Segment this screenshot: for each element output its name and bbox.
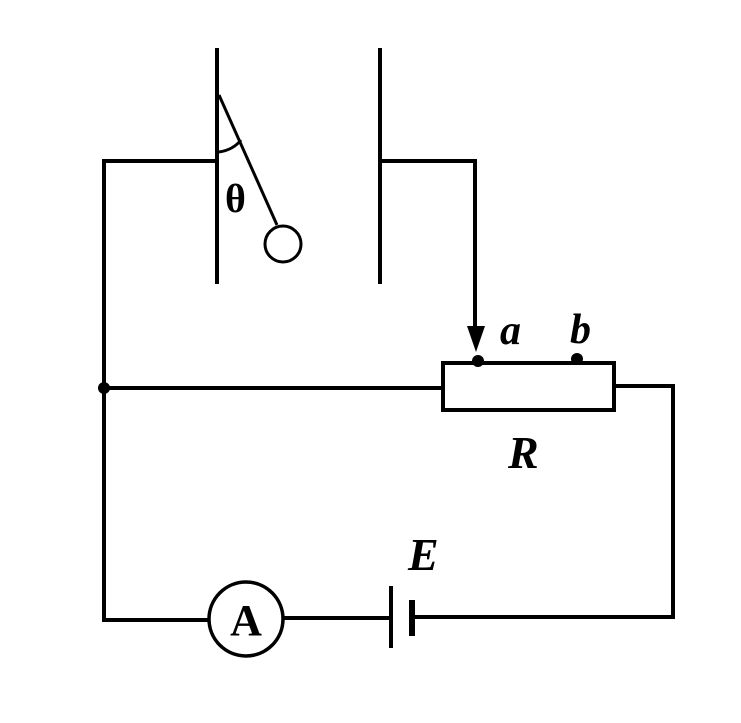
theta-label: θ: [225, 176, 246, 221]
ammeter-label: A: [230, 596, 262, 645]
point-b-dot: [571, 353, 583, 365]
ammeter-icon: [207, 580, 285, 658]
point-a-dot: [472, 355, 484, 367]
emf-label: E: [407, 529, 439, 580]
slider-arrow-head: [467, 326, 485, 352]
left-plate-wire: [102, 159, 219, 622]
angle-arc: [218, 139, 243, 154]
point-b-label: b: [570, 307, 591, 353]
right-plate-wire: [378, 159, 477, 338]
resistor-label: R: [507, 427, 539, 478]
right-loop-wire: [410, 384, 675, 619]
pendulum-ball: [263, 224, 303, 264]
point-a-label: a: [500, 308, 521, 354]
pendulum-string: [217, 94, 279, 226]
rheostat-body: [441, 361, 616, 412]
